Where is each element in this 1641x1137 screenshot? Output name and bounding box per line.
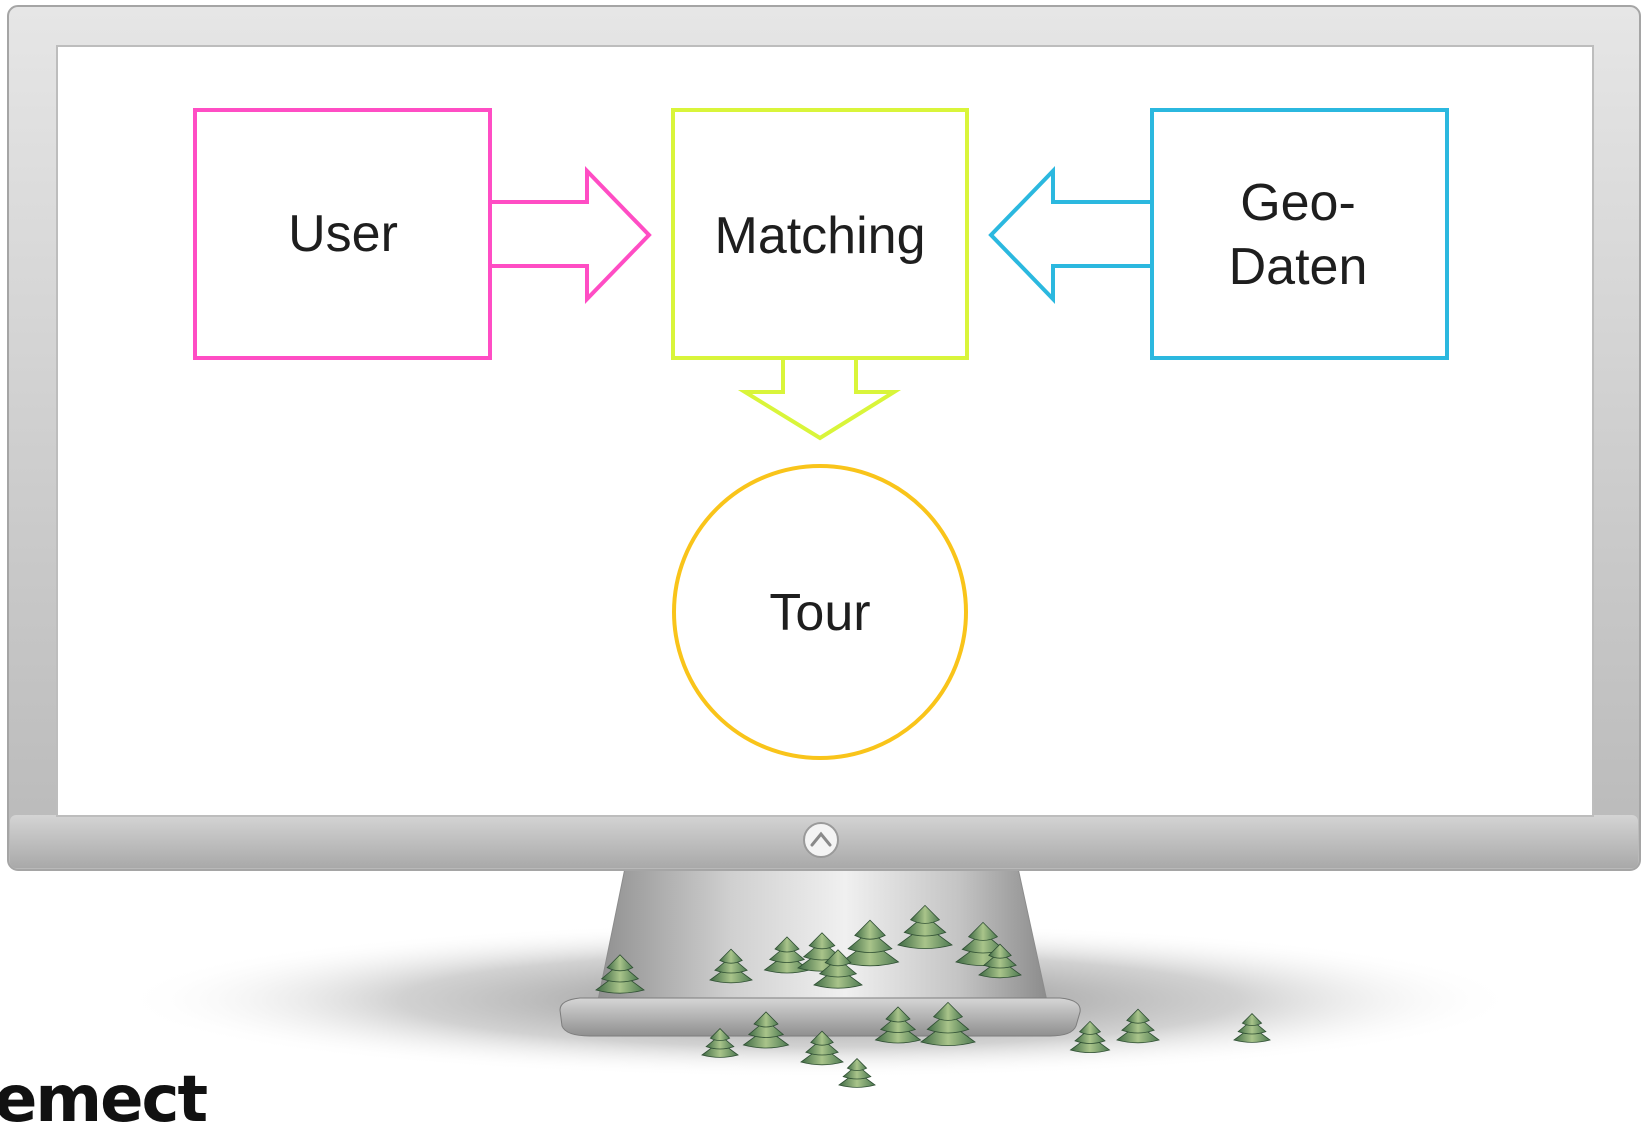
tree-icon bbox=[874, 1006, 922, 1044]
tree-icon bbox=[838, 1058, 876, 1088]
node-tour bbox=[672, 464, 968, 760]
tree-icon bbox=[978, 943, 1022, 979]
geo-label-line-1: Geo- bbox=[1240, 174, 1356, 232]
tree-icon bbox=[709, 948, 753, 984]
node-user bbox=[193, 108, 492, 360]
node-geo-daten bbox=[1150, 108, 1449, 360]
tree-icon bbox=[1069, 1020, 1111, 1053]
arrow-user-to-matching bbox=[490, 166, 652, 304]
tree-icon bbox=[742, 1011, 790, 1049]
monitor-foot bbox=[559, 997, 1081, 1037]
screen bbox=[56, 45, 1594, 817]
power-button-icon[interactable] bbox=[803, 822, 839, 858]
tree-icon bbox=[1233, 1013, 1271, 1043]
tree-icon bbox=[897, 904, 953, 949]
arrow-matching-to-tour bbox=[737, 358, 902, 441]
arrow-geo-to-matching bbox=[988, 166, 1152, 304]
monitor-scene: User Matching Geo- Daten Tour bbox=[7, 5, 1641, 1088]
tree-icon bbox=[813, 949, 863, 989]
matching-label: Matching bbox=[715, 207, 926, 265]
tree-icon bbox=[701, 1028, 739, 1058]
tree-icon bbox=[595, 954, 645, 994]
geo-label-line-2: Daten bbox=[1229, 238, 1368, 296]
node-matching bbox=[671, 108, 969, 360]
tree-icon bbox=[920, 1001, 976, 1046]
logo-text: emect bbox=[0, 1063, 208, 1137]
decorative-trees bbox=[595, 904, 1271, 1088]
tree-icon bbox=[1116, 1008, 1160, 1044]
tree-icon bbox=[840, 919, 900, 967]
tour-label: Tour bbox=[769, 584, 870, 642]
user-label: User bbox=[288, 205, 398, 263]
tree-icon bbox=[800, 1030, 844, 1066]
